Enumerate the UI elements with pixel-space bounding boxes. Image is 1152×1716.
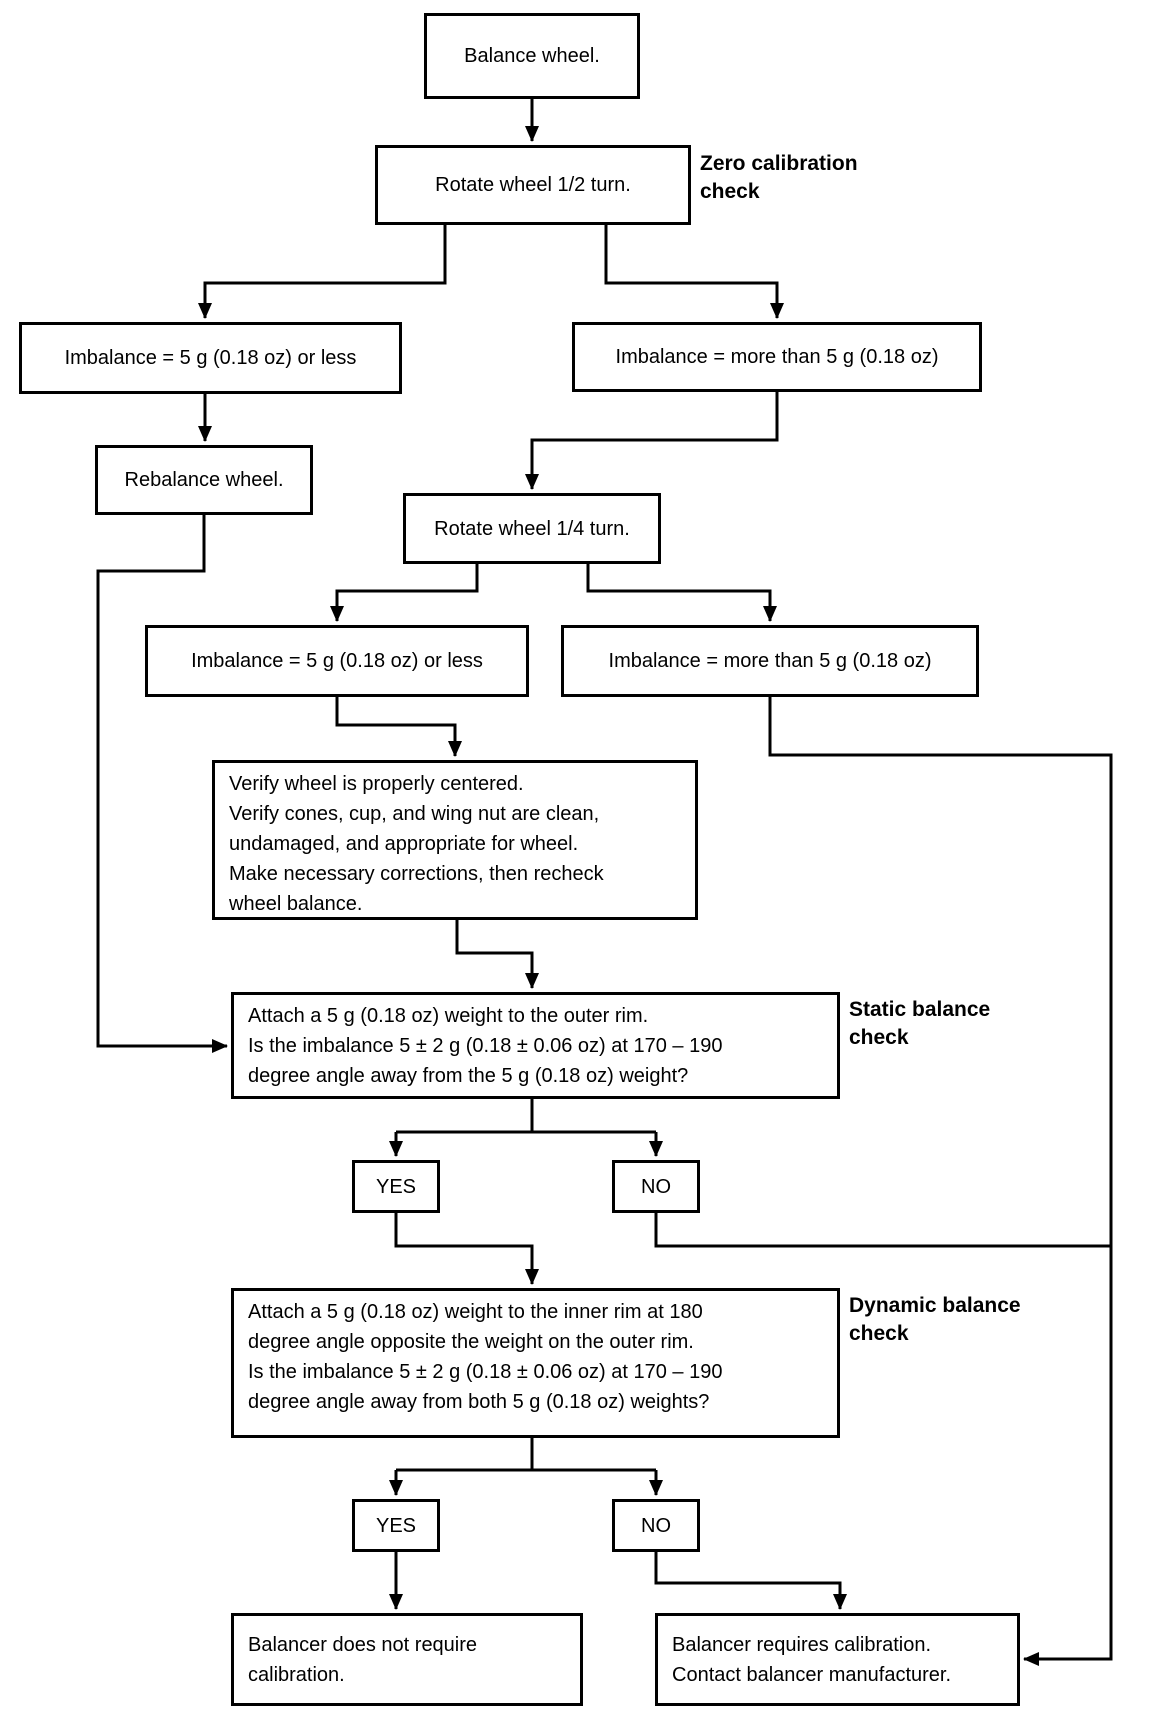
node-yes-dynamic: YES: [352, 1499, 440, 1552]
node-no-static: NO: [612, 1160, 700, 1213]
connector-dynamic-split: [396, 1438, 656, 1472]
node-balance-wheel: Balance wheel.: [424, 13, 640, 99]
node-rebalance-wheel: Rebalance wheel.: [95, 445, 313, 515]
connector-more1-to-rotate-quarter: [525, 392, 779, 490]
connector-rotate-half-to-less1: [198, 225, 447, 319]
node-imbalance-more-than-5g-1: Imbalance = more than 5 g (0.18 oz): [572, 322, 982, 392]
node-static-balance-question: Attach a 5 g (0.18 oz) weight to the out…: [231, 992, 840, 1099]
label-zero-calibration-check: Zero calibration check: [700, 152, 858, 203]
connector-rebalance-to-static-check: [96, 515, 228, 1053]
connector-no1-to-trunk: [654, 1213, 1111, 1248]
connector-rotate-half-to-more1: [604, 225, 784, 319]
node-no-dynamic: NO: [612, 1499, 700, 1552]
node-imbalance-more-than-5g-2: Imbalance = more than 5 g (0.18 oz): [561, 625, 979, 697]
connector-static-split: [396, 1099, 656, 1134]
label-static-balance-check: Static balance check: [849, 998, 991, 1049]
node-rotate-wheel-half-turn: Rotate wheel 1/2 turn.: [375, 145, 691, 225]
connector-rotate-quarter-to-less2: [330, 564, 479, 622]
node-balancer-ok: Balancer does not require calibration.: [231, 1613, 583, 1706]
connector-more2-to-requires-calibration: [768, 697, 1113, 1666]
node-verify-wheel-centered: Verify wheel is properly centered. Verif…: [212, 760, 698, 920]
label-dynamic-balance-check: Dynamic balance check: [849, 1294, 1021, 1345]
connector-rotate-quarter-to-more2: [586, 564, 777, 622]
connector-yes1-to-dynamic: [394, 1213, 539, 1285]
node-imbalance-5g-or-less-2: Imbalance = 5 g (0.18 oz) or less: [145, 625, 529, 697]
node-dynamic-balance-question: Attach a 5 g (0.18 oz) weight to the inn…: [231, 1288, 840, 1438]
connector-no2-to-requires-calibration: [654, 1552, 847, 1610]
node-imbalance-5g-or-less-1: Imbalance = 5 g (0.18 oz) or less: [19, 322, 402, 394]
node-balancer-needs-calibration: Balancer requires calibration. Contact b…: [655, 1613, 1020, 1706]
node-yes-static: YES: [352, 1160, 440, 1213]
node-rotate-wheel-quarter-turn: Rotate wheel 1/4 turn.: [403, 493, 661, 564]
connector-verify-to-static-check: [455, 920, 539, 989]
connector-less2-to-verify: [335, 697, 462, 757]
